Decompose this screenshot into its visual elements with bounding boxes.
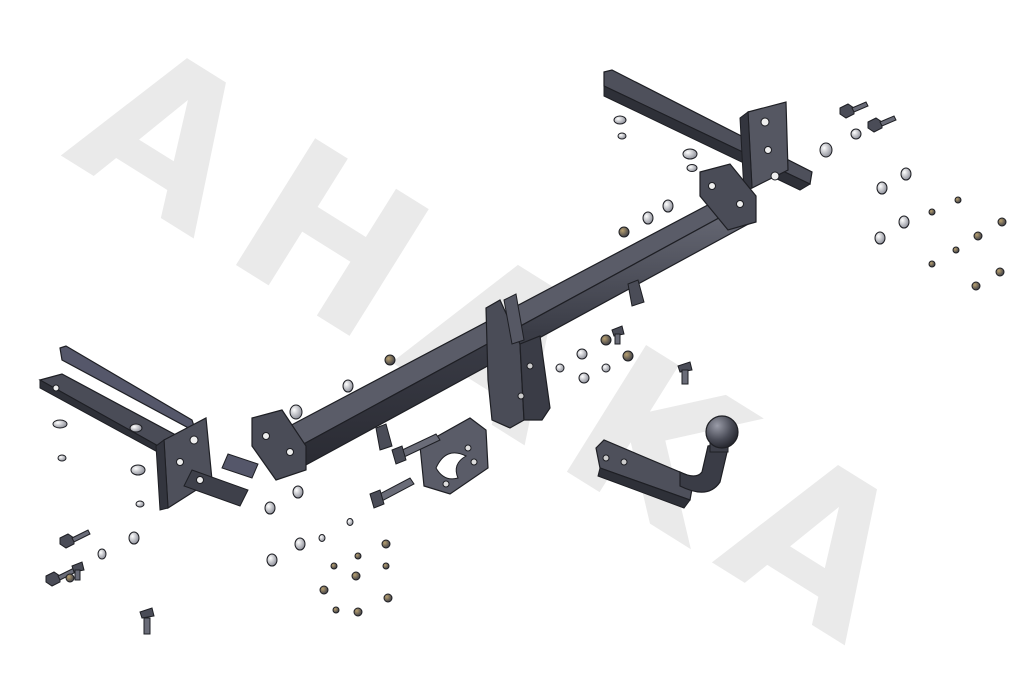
- right-side-bracket: [603, 69, 813, 193]
- bolt: [45, 567, 77, 587]
- long-bolts: [369, 433, 441, 509]
- bolt: [71, 561, 85, 581]
- bolt: [677, 361, 693, 385]
- washers: [52, 115, 912, 567]
- bolt: [59, 529, 91, 549]
- bolt: [867, 115, 897, 133]
- bolt: [139, 607, 155, 635]
- hitch-mount: [485, 293, 551, 429]
- bolt: [611, 325, 625, 345]
- nuts: [65, 196, 1007, 617]
- hex-bolts: [45, 101, 897, 635]
- bolt: [839, 101, 869, 119]
- tow-ball-neck: [595, 415, 739, 509]
- left-side-bracket: [38, 345, 259, 511]
